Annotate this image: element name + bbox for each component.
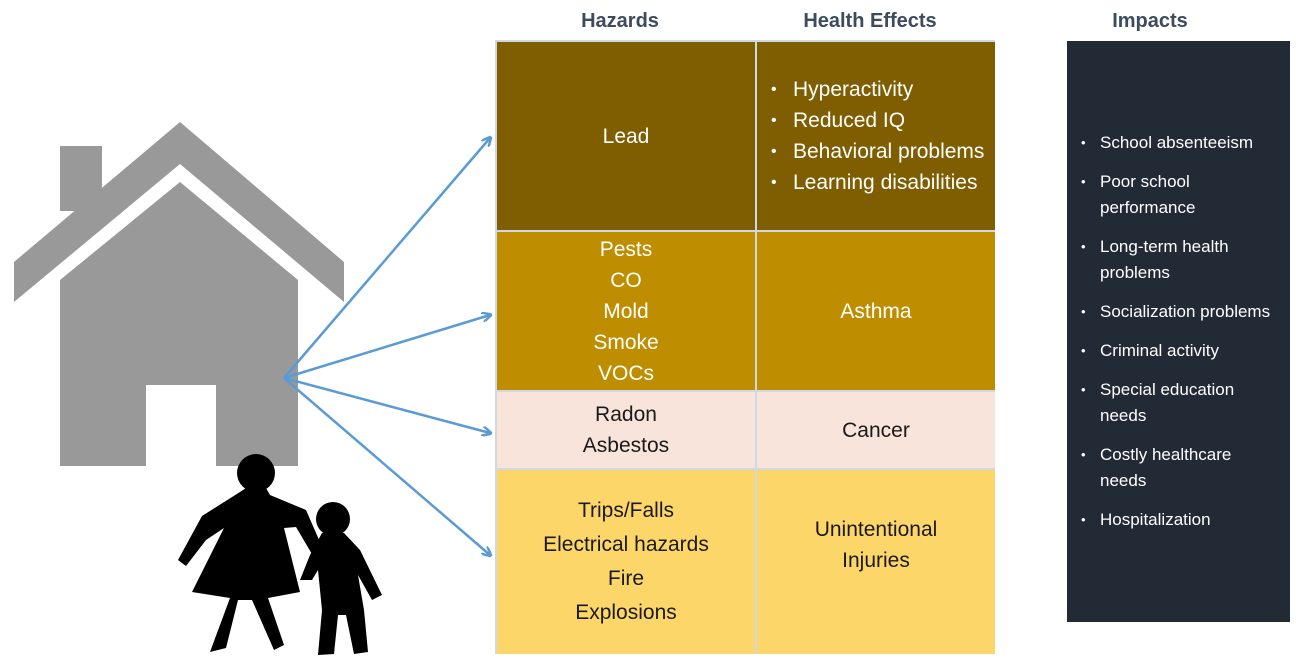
effect-bullet: Reduced IQ bbox=[771, 105, 995, 136]
hazard-label: Explosions bbox=[575, 601, 677, 624]
effect-bullet-list: Hyperactivity Reduced IQ Behavioral prob… bbox=[757, 74, 995, 198]
hazard-label: Mold bbox=[603, 299, 649, 323]
impacts-header: Impacts bbox=[1112, 10, 1188, 32]
hazard-label: Pests bbox=[599, 237, 653, 261]
effect-label: Cancer bbox=[842, 418, 910, 442]
effect-label: Asthma bbox=[840, 299, 912, 323]
impact-item: Poor school performance bbox=[1081, 169, 1280, 221]
hazard-label: Trips/Falls bbox=[577, 499, 675, 522]
health-effects-header: Health Effects bbox=[803, 10, 937, 32]
impacts-list: School absenteeism Poor school performan… bbox=[1067, 130, 1290, 533]
hazards-effects-grid: Lead Hyperactivity Reduced IQ Behavioral… bbox=[495, 40, 995, 654]
arrow-asthma bbox=[283, 315, 490, 380]
hazard-label: Fire bbox=[607, 567, 645, 590]
hazard-label: Smoke bbox=[593, 330, 659, 354]
hazard-cell-safety: Trips/Falls Electrical hazards Fire Expl… bbox=[497, 470, 757, 654]
hazard-cell-asthma-triggers: Pests CO Mold Smoke VOCs bbox=[497, 232, 757, 392]
effect-bullet: Hyperactivity bbox=[771, 74, 995, 105]
impact-item: Hospitalization bbox=[1081, 507, 1280, 533]
hazard-label: Asbestos bbox=[582, 434, 670, 457]
effect-label: Unintentional bbox=[814, 518, 938, 541]
impact-item: Long-term health problems bbox=[1081, 234, 1280, 286]
hazard-label: Radon bbox=[595, 403, 657, 426]
effect-cell-injuries: Unintentional Injuries bbox=[757, 470, 995, 654]
children-silhouette-icon bbox=[178, 454, 382, 655]
house-icon bbox=[14, 122, 344, 466]
hazard-label: Lead bbox=[602, 124, 650, 148]
effect-cell-asthma: Asthma bbox=[757, 232, 995, 392]
effect-bullet: Learning disabilities bbox=[771, 167, 995, 198]
arrow-injuries bbox=[283, 377, 490, 555]
impact-item: Costly healthcare needs bbox=[1081, 442, 1280, 494]
effect-cell-cancer: Cancer bbox=[757, 392, 995, 470]
impact-item: School absenteeism bbox=[1081, 130, 1280, 156]
impacts-panel: School absenteeism Poor school performan… bbox=[1067, 41, 1290, 622]
hazard-label: Electrical hazards bbox=[543, 533, 709, 556]
arrow-lead bbox=[283, 138, 490, 379]
hazard-cell-carcinogens: Radon Asbestos bbox=[497, 392, 757, 470]
hazard-label: CO bbox=[610, 268, 642, 292]
effect-cell-lead: Hyperactivity Reduced IQ Behavioral prob… bbox=[757, 42, 995, 232]
arrow-cancer bbox=[283, 376, 490, 433]
impact-item: Socialization problems bbox=[1081, 299, 1280, 325]
impact-item: Criminal activity bbox=[1081, 338, 1280, 364]
hazard-label: VOCs bbox=[597, 361, 654, 385]
connector-arrows bbox=[283, 138, 490, 555]
hazard-cell-lead: Lead bbox=[497, 42, 757, 232]
hazards-header: Hazards bbox=[581, 10, 659, 32]
impact-item: Special education needs bbox=[1081, 377, 1280, 429]
effect-bullet: Behavioral problems bbox=[771, 136, 995, 167]
effect-label: Injuries bbox=[842, 549, 910, 572]
